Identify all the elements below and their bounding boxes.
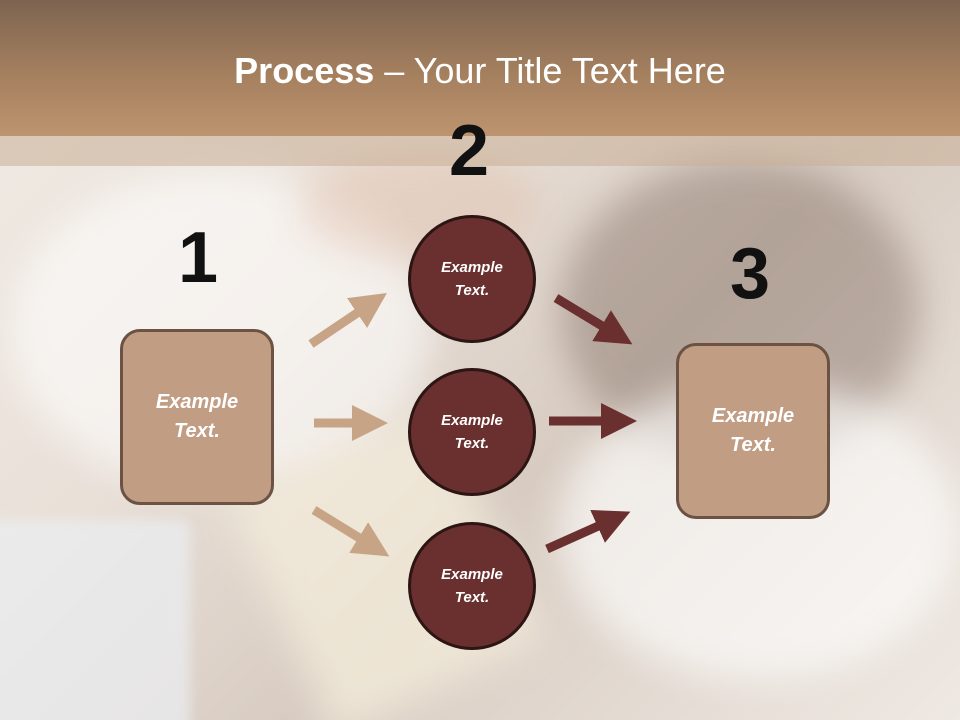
title-rest: – Your Title Text Here xyxy=(374,50,726,91)
step-1-text: Example Text. xyxy=(155,391,239,442)
circle-text-middle: Example Text. xyxy=(441,412,503,452)
step-number-1: 1 xyxy=(178,218,219,298)
arrow-1-to-2a xyxy=(308,292,387,348)
step-3-box: Example Text. xyxy=(676,343,830,519)
step-number-2: 2 xyxy=(449,111,490,191)
circle-text-bottom: Example Text. xyxy=(441,566,503,606)
arrow-2c-to-3 xyxy=(545,509,631,554)
arrow-1-to-2c xyxy=(311,506,390,557)
background-photo-laptop xyxy=(0,520,190,720)
title-strip xyxy=(0,136,960,166)
step-2-circle-middle: Example Text. xyxy=(408,368,536,496)
step-2-circle-top: Example Text. xyxy=(408,215,536,343)
title-bar xyxy=(0,0,960,136)
arrow-2a-to-3 xyxy=(553,294,633,345)
step-number-3: 3 xyxy=(730,234,771,314)
step-1-box: Example Text. xyxy=(120,329,274,505)
step-2-circle-bottom: Example Text. xyxy=(408,522,536,650)
circle-text-top: Example Text. xyxy=(441,259,503,299)
title-bold: Process xyxy=(234,50,375,91)
step-3-text: Example Text. xyxy=(711,405,795,456)
slide-title: Process – Your Title Text Here xyxy=(0,50,960,92)
